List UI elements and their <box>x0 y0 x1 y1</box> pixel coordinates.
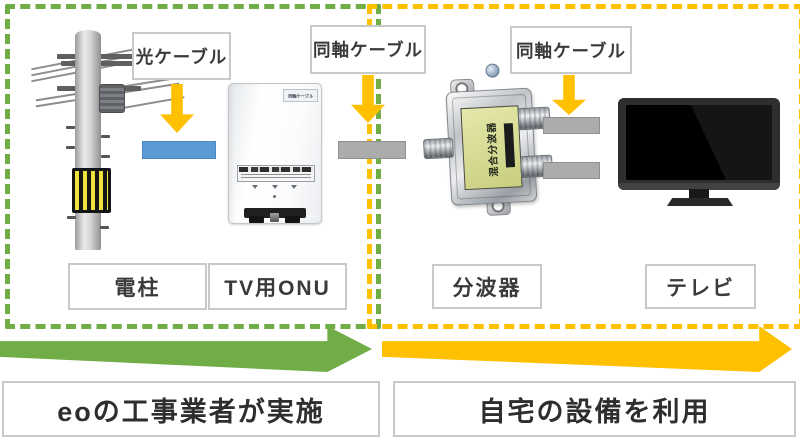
optical-cable-bar <box>142 141 216 159</box>
tv-chin <box>618 183 780 190</box>
tv-stand-neck <box>689 189 709 200</box>
pole-step <box>66 146 75 149</box>
coax-cable-bar-1 <box>338 141 406 159</box>
onu-device: 同軸ケーブル <box>228 83 322 224</box>
caption-onu: TV用ONU <box>208 263 347 310</box>
caption-splitter: 分波器 <box>432 264 542 309</box>
splitter-label-text: 混合分波器 <box>486 121 501 177</box>
splitter-input-connector <box>422 137 454 160</box>
caption-tv: テレビ <box>645 264 756 309</box>
pole-hazard-band <box>72 168 111 213</box>
onu-port-mark <box>272 185 278 189</box>
eo-phase-label-text: eoの工事業者が実施 <box>57 396 325 427</box>
splitter-screw <box>485 63 500 78</box>
coax-cable-bar-2a <box>543 117 600 134</box>
home-phase-label-text: 自宅の設備を利用 <box>478 396 711 427</box>
optical-cable-label-text: 光ケーブル <box>135 46 228 67</box>
splitter-case: 混合分波器 <box>445 87 538 206</box>
coax-cable-label-2-text: 同軸ケーブル <box>516 40 626 61</box>
eo-zone-border <box>5 4 381 329</box>
tv-screen <box>626 105 772 180</box>
onu-case <box>228 83 322 224</box>
splitter-label: 混合分波器 <box>460 105 523 191</box>
pole-step <box>101 155 110 158</box>
onu-screw <box>273 195 276 198</box>
coax-cable-label-2: 同軸ケーブル <box>510 26 632 74</box>
coax-cable-label-1-text: 同軸ケーブル <box>313 40 423 60</box>
splitter-badge <box>503 123 516 168</box>
pole-transformer <box>99 84 125 113</box>
coax-cable-bar-2b <box>543 162 600 179</box>
optical-cable-label: 光ケーブル <box>132 32 231 80</box>
onu-connector <box>285 216 300 223</box>
caption-splitter-text: 分波器 <box>452 276 522 300</box>
tv-stand-base <box>667 198 733 206</box>
onu-connector <box>249 216 264 223</box>
eo-phase-arrow-icon <box>0 326 372 372</box>
tv-device <box>618 98 783 210</box>
onu-spec-label <box>237 165 315 182</box>
caption-pole: 電柱 <box>68 263 207 310</box>
onu-sticker: 同軸ケーブル <box>283 89 318 102</box>
caption-pole-text: 電柱 <box>114 276 161 300</box>
pole-step <box>66 126 75 129</box>
splitter-group: 混合分波器 <box>421 59 554 217</box>
onu-port-mark <box>291 185 297 189</box>
home-phase-arrow-icon <box>382 326 792 372</box>
onu-coax-port <box>270 213 279 222</box>
pole-step <box>100 226 109 229</box>
home-phase-label: 自宅の設備を利用 <box>393 381 796 437</box>
pole-step <box>67 216 76 219</box>
splitter-device: 混合分波器 <box>422 62 554 217</box>
caption-tv-text: テレビ <box>666 276 735 300</box>
coax-cable-label-1: 同軸ケーブル <box>310 25 426 74</box>
utility-pole <box>31 26 185 250</box>
pole-shaft <box>75 30 101 250</box>
onu-label-line <box>241 174 311 175</box>
onu-barcode <box>239 167 313 172</box>
onu-port-mark <box>252 185 258 189</box>
onu-label-line <box>241 177 311 178</box>
eo-phase-label: eoの工事業者が実施 <box>2 381 380 437</box>
caption-onu-text: TV用ONU <box>224 276 331 300</box>
onu-sticker-text: 同軸ケーブル <box>288 94 313 99</box>
pole-step <box>101 135 110 138</box>
